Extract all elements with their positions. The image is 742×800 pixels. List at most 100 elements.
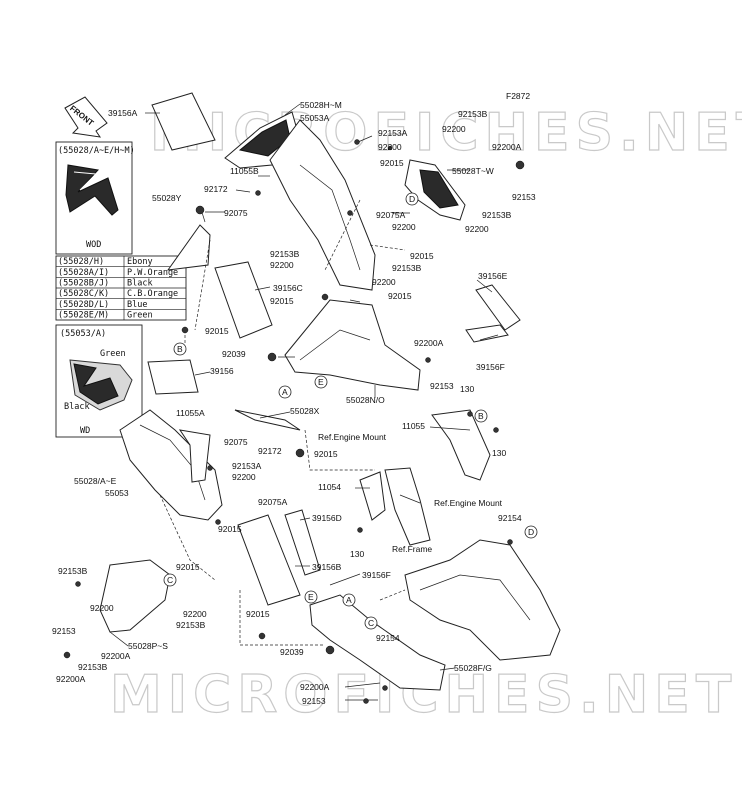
part-label: 92200 [378, 142, 402, 152]
bolt-icon [387, 145, 393, 151]
belly-pan-55028FG [309, 594, 446, 691]
part-label: 39156F [362, 570, 391, 580]
part-label: 55028P~S [128, 641, 168, 651]
legend-row-code: (55028D/L) [58, 300, 109, 310]
front-arrow-icon: FRONT [64, 96, 108, 138]
part-label: 92075 [224, 208, 248, 218]
part-label: 92015 [410, 251, 434, 261]
legend-55053-title: (55053/A) [60, 329, 106, 339]
part-label: 55053 [105, 488, 129, 498]
bolt-icon [507, 539, 513, 545]
legend-55053-green: Green [100, 349, 126, 359]
legend-55053-sublabel: WD [80, 426, 90, 436]
part-label: 55028X [290, 406, 320, 416]
part-label: 92200A [101, 651, 131, 661]
part-label: 92153 [512, 192, 536, 202]
bolt-icon [258, 632, 266, 640]
side-panel-55028AE [119, 409, 223, 521]
part-label: 92153B [176, 620, 206, 630]
bolt-icon [63, 651, 71, 659]
legend-row-color: P.W.Orange [127, 268, 178, 278]
pad-39156E [475, 284, 521, 331]
engine-mount-bracket-left [384, 467, 431, 546]
legend-55028-title: (55028/A~E/H~M) [58, 146, 135, 156]
bolt-icon [181, 326, 189, 334]
pad-39156F [465, 324, 509, 343]
svg-text:C: C [368, 618, 374, 628]
part-label: 92015 [218, 524, 242, 534]
part-label: 130 [492, 448, 506, 458]
bracket-11054 [359, 471, 386, 521]
part-label: 92200A [56, 674, 86, 684]
lower-cowl-55028NO [284, 299, 421, 391]
svg-text:E: E [308, 592, 314, 602]
part-label: 55028T~W [452, 166, 494, 176]
part-label: 11055A [176, 408, 205, 418]
nut-icon [267, 352, 277, 362]
part-label: 92015 [314, 449, 338, 459]
part-label: 11055 [402, 421, 425, 431]
legend-55053-box [55, 324, 143, 438]
bolt-icon [357, 527, 363, 533]
part-label: 92153B [58, 566, 88, 576]
part-label: 92153B [458, 109, 488, 119]
part-label: 92153A [232, 461, 262, 471]
svg-text:A: A [282, 387, 288, 397]
part-label: 92153B [78, 662, 108, 672]
callout-d: D [405, 192, 419, 206]
part-label: 92200A [300, 682, 330, 692]
part-label: 92154 [376, 633, 400, 643]
pad-39156 [147, 359, 199, 395]
part-label: 92153A [378, 128, 408, 138]
part-label: 39156F [476, 362, 505, 372]
svg-text:A: A [346, 595, 352, 605]
part-label: 55028F/G [454, 663, 492, 673]
svg-text:D: D [409, 194, 415, 204]
svg-text:B: B [478, 411, 484, 421]
part-label: 39156D [312, 513, 342, 523]
legend-55053-black: Black [64, 402, 90, 412]
part-label: 55028/A~E [74, 476, 117, 486]
svg-text:C: C [167, 575, 173, 585]
part-label: 92154 [498, 513, 522, 523]
legend-row-color: C.B.Orange [127, 289, 178, 299]
bolt-icon [347, 210, 353, 216]
part-label: 92172 [204, 184, 228, 194]
bolt-icon [363, 698, 369, 704]
part-label: 55053A [300, 113, 330, 123]
part-label: 92015 [176, 562, 200, 572]
legend-55053-panel-icon [69, 359, 133, 411]
part-label: 92039 [222, 349, 246, 359]
legend-row-code: (55028/H) [58, 257, 104, 267]
callout-e: E [314, 375, 328, 389]
part-label: 92200A [414, 338, 444, 348]
svg-text:B: B [177, 344, 183, 354]
legend-row-code: (55028E/M) [58, 311, 109, 321]
part-label: 92015 [246, 609, 270, 619]
part-label: 92200 [392, 222, 416, 232]
bolt-icon [382, 685, 388, 691]
legend-row-code: (55028A/I) [58, 268, 109, 278]
callout-c: C [163, 573, 177, 587]
part-label: 55028N/O [346, 395, 385, 405]
part-label: 55028Y [152, 193, 182, 203]
part-label: 92153B [482, 210, 512, 220]
part-label: 92075 [224, 437, 248, 447]
part-label: 92075A [376, 210, 406, 220]
part-label: 92153 [52, 626, 76, 636]
part-label: 92200 [270, 260, 294, 270]
nut-icon [325, 645, 335, 655]
callout-b: B [474, 409, 488, 423]
part-label: 92172 [258, 446, 282, 456]
callout-c: C [364, 616, 378, 630]
part-label: 39156B [312, 562, 342, 572]
grommet-icon [195, 205, 205, 215]
part-label: 92153B [392, 263, 422, 273]
part-label: 92015 [205, 326, 229, 336]
ref-engine-mount-1: Ref.Engine Mount [318, 432, 387, 442]
pad-39156C [214, 261, 273, 339]
callout-a: A [342, 593, 356, 607]
part-label: 92153 [302, 696, 326, 706]
part-labels: 39156A 55028H~M 55053A 92153A 92200 9215… [52, 100, 536, 706]
